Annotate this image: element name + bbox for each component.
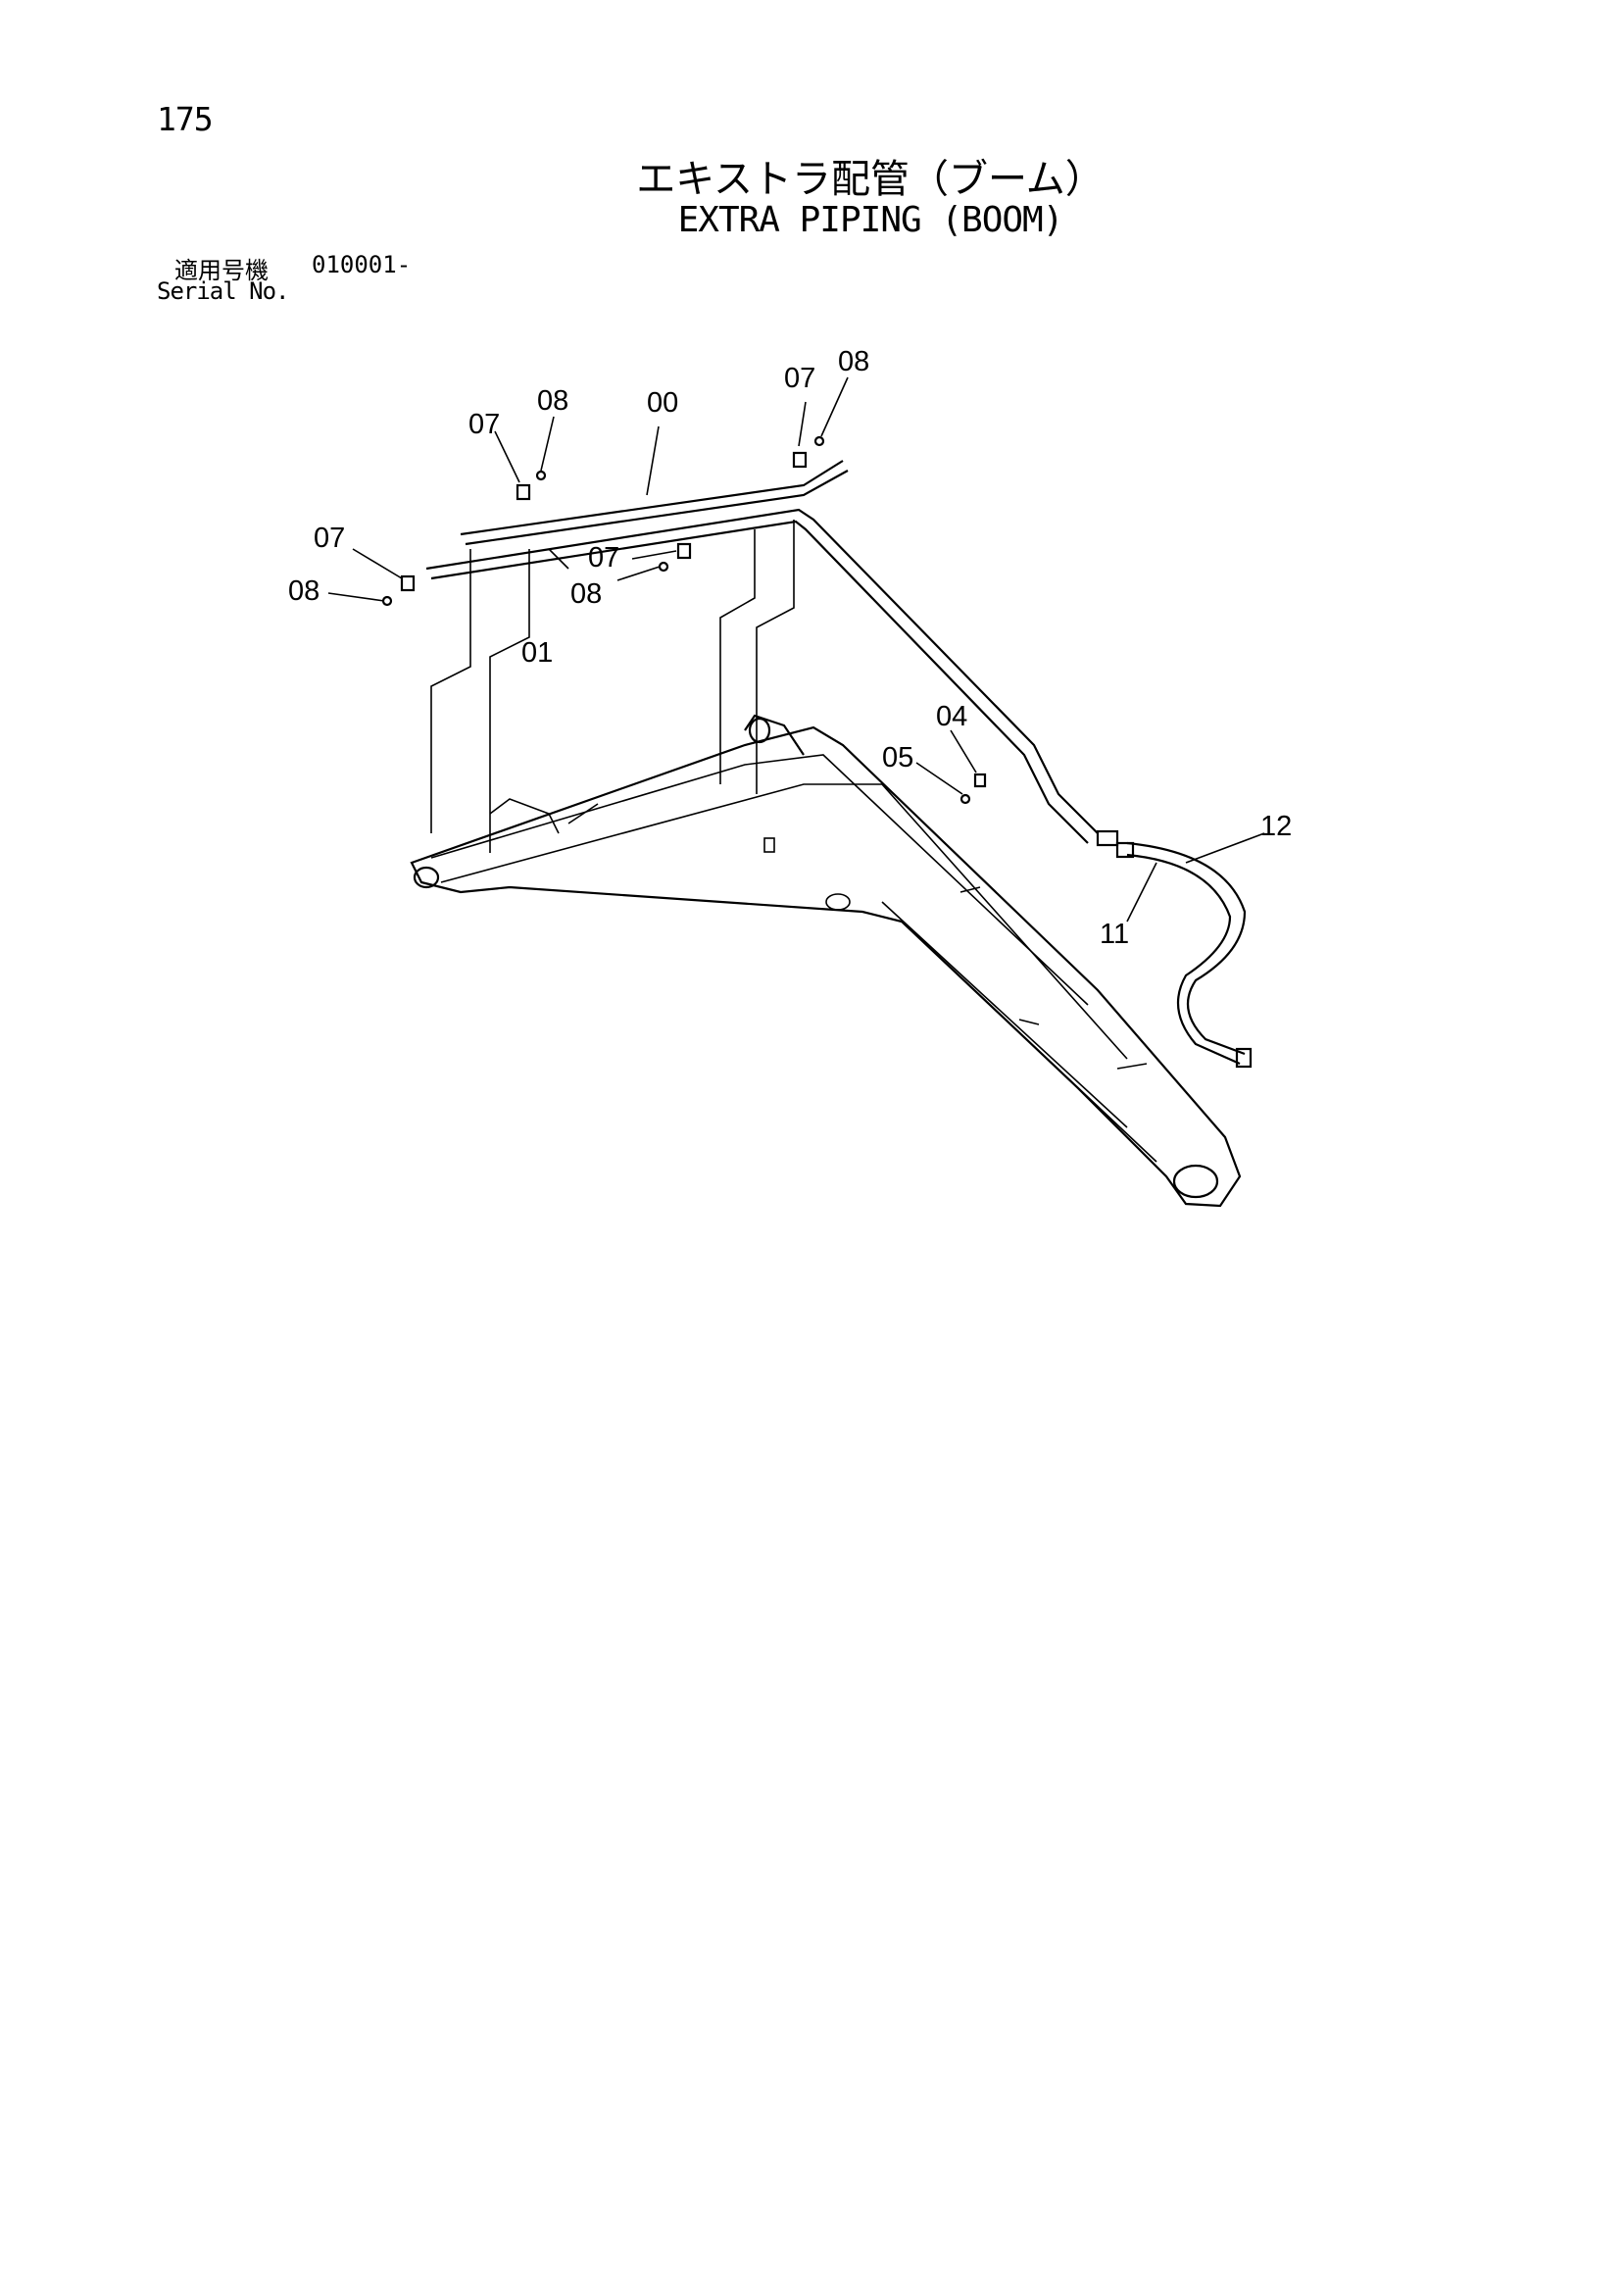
page-title-japanese: エキストラ配管（ブーム） xyxy=(636,157,1105,202)
callout-00: 00 xyxy=(647,387,678,419)
callout-07-left: 07 xyxy=(468,409,500,440)
page-title-english: EXTRA PIPING (BOOM) xyxy=(677,200,1064,240)
serial-label-japanese: 適用号機 xyxy=(174,257,269,284)
callout-12: 12 xyxy=(1260,811,1292,842)
boom-assembly xyxy=(410,520,1242,1208)
callout-07-right: 07 xyxy=(784,363,815,394)
callout-11: 11 xyxy=(1100,919,1129,950)
serial-number-value: 010001- xyxy=(312,251,412,278)
serial-label-english: Serial No. xyxy=(157,277,289,305)
callout-08-left: 08 xyxy=(537,385,568,417)
callout-01: 01 xyxy=(521,637,553,669)
callout-07-middle: 07 xyxy=(588,542,619,574)
callout-08-far-left: 08 xyxy=(288,575,320,607)
extra-pipe-lines xyxy=(425,460,1253,1069)
callout-08-middle: 08 xyxy=(570,578,602,610)
callout-07-far-left: 07 xyxy=(314,523,345,554)
callout-leaders xyxy=(327,376,1265,923)
callout-05: 05 xyxy=(882,742,913,774)
callout-08-right: 08 xyxy=(838,346,869,377)
page-number: 175 xyxy=(157,100,214,138)
callout-04: 04 xyxy=(936,701,967,732)
